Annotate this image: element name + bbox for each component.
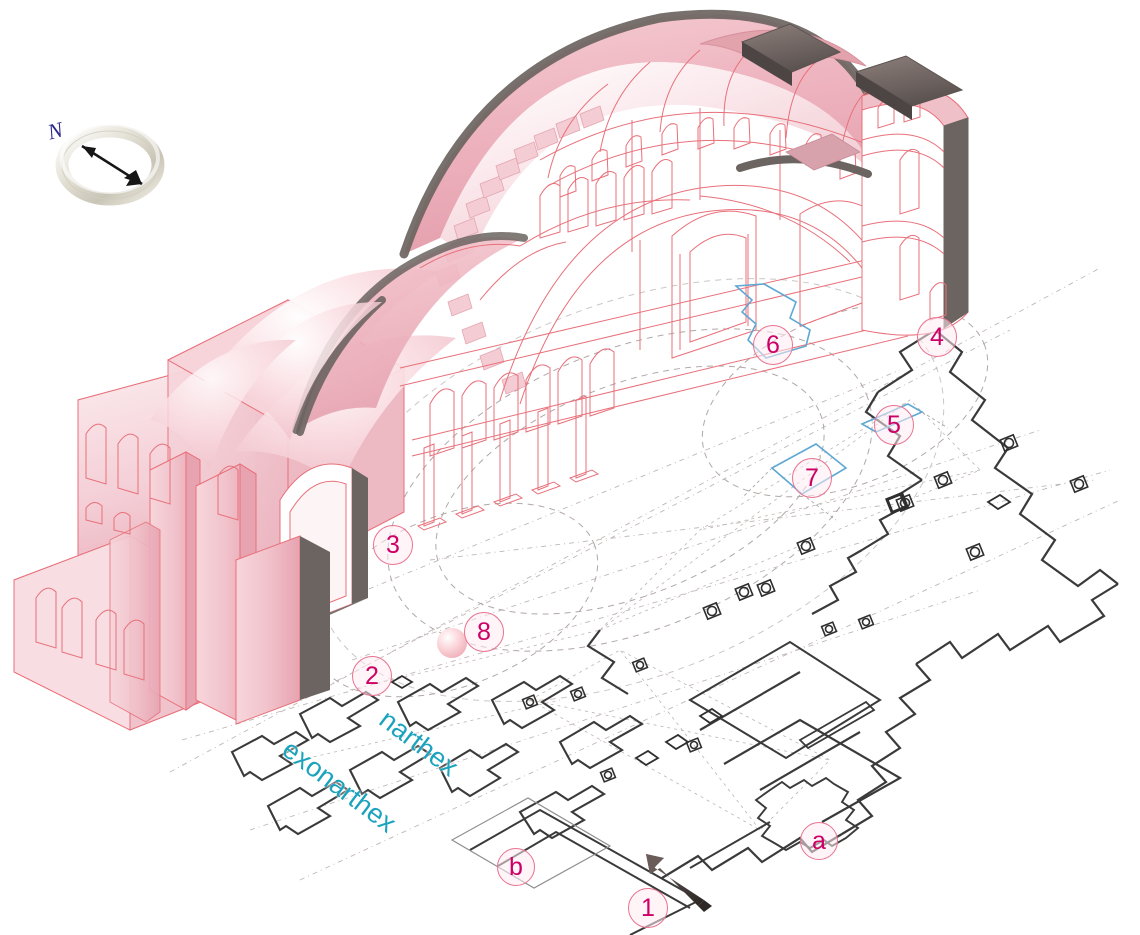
entrance-arrow-icon (646, 854, 712, 912)
apse-drum (854, 55, 969, 336)
great-dome-cutaway (292, 9, 888, 434)
marker-1[interactable]: 1 (628, 888, 668, 928)
northeast-exedra (699, 23, 867, 86)
marker-7[interactable]: 7 (792, 458, 832, 498)
marker-4[interactable]: 4 (917, 317, 957, 357)
marker-b[interactable]: b (497, 848, 535, 886)
marker-2[interactable]: 2 (352, 656, 392, 696)
narthex-barrel-vaults (150, 301, 382, 470)
compass-ring-icon (55, 122, 165, 206)
marker-5[interactable]: 5 (874, 405, 914, 445)
west-facade-windows (35, 423, 239, 681)
floor-plan-walls (586, 329, 1119, 879)
callout-7-quad (770, 443, 848, 495)
baptistery-plan (689, 718, 903, 869)
marker-6[interactable]: 6 (753, 325, 793, 365)
west-arch-opening (235, 463, 368, 725)
marker-3[interactable]: 3 (373, 525, 413, 565)
marker-a[interactable]: a (800, 822, 838, 860)
north-arrow-icon (81, 144, 143, 186)
narthex-pier-plans (230, 674, 645, 840)
nave-interior-wireframe (399, 108, 909, 531)
omphalion-sphere (437, 628, 467, 658)
marker-8[interactable]: 8 (464, 612, 504, 652)
projection-lines (169, 267, 1121, 881)
column-plan-markers (390, 433, 1089, 783)
roof-band-highlights (785, 133, 861, 171)
callout-guides (741, 411, 949, 521)
